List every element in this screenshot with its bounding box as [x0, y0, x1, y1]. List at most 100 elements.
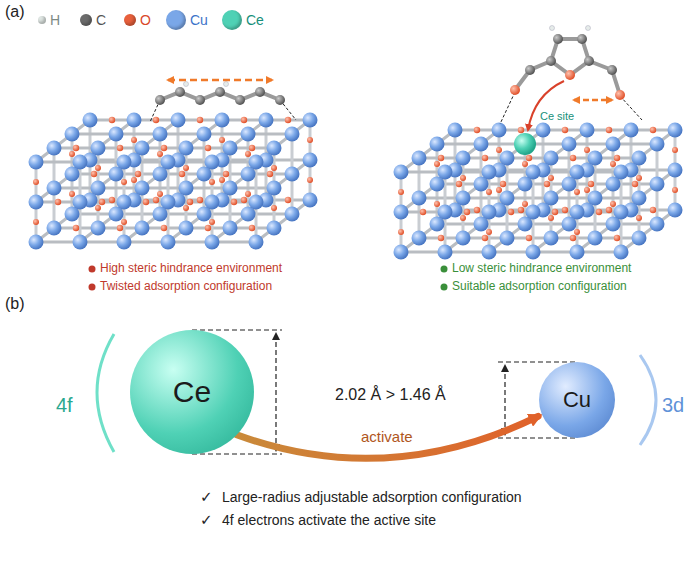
oxygen-atom: [518, 127, 524, 133]
lattice-slab: [29, 113, 318, 250]
copper-atom: [606, 137, 621, 152]
oxygen-atom: [241, 117, 247, 123]
copper-atom: [91, 141, 106, 156]
oxygen-atom: [109, 197, 115, 203]
oxygen-atom: [153, 197, 159, 203]
oxygen-atom: [231, 199, 237, 205]
legend-text: Ce: [246, 12, 264, 28]
oxygen-atom: [522, 161, 528, 167]
copper-atom: [73, 235, 88, 250]
oxygen-atom: [73, 225, 79, 231]
atom-symbol: Ce: [173, 375, 211, 409]
oxygen-atom: [636, 215, 642, 221]
oxygen-atom: [121, 219, 127, 225]
copper-atom: [47, 221, 62, 236]
copper-atom: [259, 113, 274, 128]
oxygen-atom: [650, 207, 656, 213]
copper-atom: [412, 231, 427, 246]
oxygen-atom: [474, 207, 480, 213]
copper-atom: [526, 205, 541, 220]
oxygen-atom: [636, 175, 642, 181]
copper-atom: [482, 205, 497, 220]
copper-atom: [205, 195, 220, 210]
activate-arrow: [237, 416, 538, 458]
oxygen-atom: [526, 155, 532, 161]
copper-atom: [482, 245, 497, 260]
oxygen-atom: [456, 181, 462, 187]
oxygen-atom: [109, 117, 115, 123]
copper-atom: [668, 203, 683, 218]
conclusion-text: 4f electrons activate the active site: [222, 512, 436, 528]
copper-atom: [526, 245, 541, 260]
oxygen-atom: [548, 215, 554, 221]
oxygen-atom: [117, 225, 123, 231]
oxygen-atom: [183, 165, 189, 171]
legend-text: H: [50, 12, 60, 28]
oxygen-atom: [179, 171, 185, 177]
oxygen-atom: [91, 171, 97, 177]
orbital-label: 3d: [662, 394, 684, 417]
copper-atom: [588, 191, 603, 206]
copper-atom: [135, 221, 150, 236]
copper-atom: [73, 155, 88, 170]
copper-atom: [632, 191, 647, 206]
copper-atom: [29, 155, 44, 170]
oxygen-atom: [570, 155, 576, 161]
oxygen-atom: [245, 191, 251, 197]
copper-atom: [91, 221, 106, 236]
copper-atom: [588, 151, 603, 166]
oxygen-atom: [121, 179, 127, 185]
oxygen-atom: [474, 127, 480, 133]
copper-atom: [430, 137, 445, 152]
oxygen-atom: [157, 191, 163, 197]
legend-text: C: [96, 12, 106, 28]
copper-atom: [544, 191, 559, 206]
oxygen-atom: [614, 155, 620, 161]
copper-atom: [562, 137, 577, 152]
oxygen-atom: [588, 181, 594, 187]
oxygen-atom: [69, 191, 75, 197]
copper-atom: [412, 191, 427, 206]
copper-atom: [438, 245, 453, 260]
oxygen-atom: [131, 137, 137, 143]
oxygen-atom: [584, 147, 590, 153]
copper-atom: [153, 127, 168, 142]
copper-atom: [135, 141, 150, 156]
oxygen-atom: [33, 179, 39, 185]
copper-atom: [580, 123, 595, 138]
oxygen-atom: [271, 205, 277, 211]
copper-atom: [544, 231, 559, 246]
copper-atom: [223, 181, 238, 196]
oxygen-atom: [117, 145, 123, 151]
copper-atom: [205, 155, 220, 170]
copper-atom: [668, 123, 683, 138]
copper-atom: [285, 167, 300, 182]
copper-atom: [303, 193, 318, 208]
copper-atom: [456, 231, 471, 246]
copper-atom: [668, 163, 683, 178]
copper-atom: [127, 113, 142, 128]
copper-atom: [412, 151, 427, 166]
oxygen-atom: [219, 137, 225, 143]
copper-atom: [197, 127, 212, 142]
oxygen-atom: [209, 179, 215, 185]
oxygen-atom: [249, 225, 255, 231]
copper-sphere: Cu: [539, 362, 615, 438]
copper-atom: [456, 191, 471, 206]
oxygen-atom: [307, 137, 313, 143]
oxygen-atom: [438, 235, 444, 241]
oxygen-atom: [245, 151, 251, 157]
oxygen-atom: [183, 205, 189, 211]
copper-atom: [285, 127, 300, 142]
copper-atom: [161, 155, 176, 170]
oxygen-atom: [548, 175, 554, 181]
copper-atom: [570, 205, 585, 220]
oxygen-atom: [606, 127, 612, 133]
cerium-sphere: Ce: [130, 330, 254, 454]
oxygen-atom: [241, 197, 247, 203]
oxygen-atom: [584, 187, 590, 193]
copper-atom: [109, 127, 124, 142]
oxygen-atom: [508, 209, 514, 215]
oxygen-atom: [161, 225, 167, 231]
check-mark: ✓: [200, 511, 213, 528]
